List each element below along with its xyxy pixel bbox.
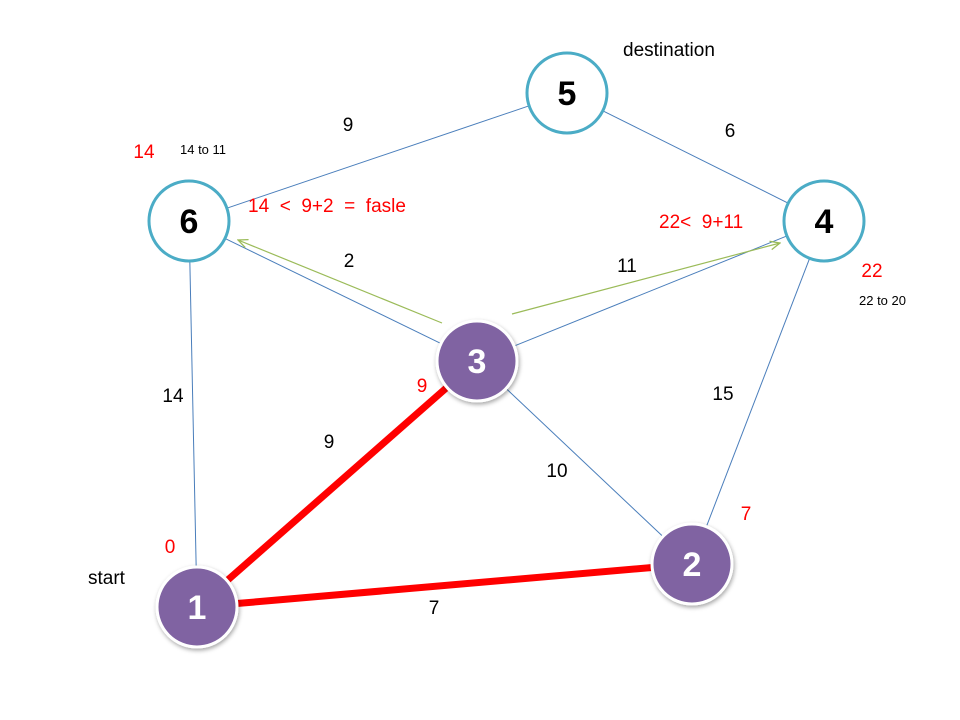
- weight-5-6: 9: [343, 115, 354, 136]
- weight-3-6: 2: [344, 251, 355, 272]
- update-node-4: 22 to 20: [859, 293, 906, 308]
- arrow-3-to-4: [511, 243, 780, 315]
- edge-4-5: [602, 110, 789, 204]
- weight-2-4: 15: [712, 384, 733, 405]
- check-node-4: 22< 9+11: [659, 212, 743, 233]
- node-1: 1: [155, 565, 239, 649]
- edges: [189, 105, 811, 608]
- edge-5-6: [226, 105, 530, 209]
- edge-1-3: [224, 384, 450, 584]
- distance-node-3: 9: [417, 376, 428, 397]
- node-6-circle: [147, 179, 231, 263]
- distance-node-2: 7: [741, 504, 752, 525]
- node-3: 3: [435, 319, 519, 403]
- node-6-label: 6: [180, 203, 199, 241]
- node-5: 5: [525, 51, 609, 135]
- edge-1-6: [189, 260, 197, 568]
- node-1-label: 1: [188, 589, 207, 627]
- node-1-circle: [155, 565, 239, 649]
- edge-2-4: [705, 258, 811, 527]
- start-label: start: [88, 568, 126, 589]
- node-3-label: 3: [468, 343, 487, 381]
- node-2: 2: [650, 522, 734, 606]
- comparison-annotations: 14 < 9+2 = fasle 22< 9+11: [248, 196, 743, 233]
- update-notes: 14 to 11 22 to 20: [180, 142, 906, 308]
- weight-2-3: 10: [546, 461, 567, 482]
- node-4-label: 4: [815, 203, 834, 241]
- node-2-circle: [650, 522, 734, 606]
- check-node-6: 14 < 9+2 = fasle: [248, 196, 406, 217]
- node-5-label: 5: [558, 75, 577, 113]
- node-3-circle: [435, 319, 519, 403]
- relaxation-arrows: [238, 240, 780, 324]
- edge-1-2: [236, 563, 653, 608]
- node-4: 4: [782, 179, 866, 263]
- edge-3-4: [513, 235, 788, 347]
- weight-3-4: 11: [617, 256, 637, 277]
- weight-1-6: 14: [162, 386, 184, 407]
- distance-node-4: 22: [861, 261, 882, 282]
- node-5-circle: [525, 51, 609, 135]
- distance-node-6: 14: [133, 142, 155, 163]
- arrow-3-to-6: [238, 240, 443, 324]
- role-labels: start destination: [88, 40, 715, 589]
- weight-1-2: 7: [429, 598, 440, 619]
- distance-labels: 0 7 9 22 14: [133, 142, 882, 558]
- node-6: 6: [147, 179, 231, 263]
- destination-label: destination: [623, 40, 715, 61]
- node-4-circle: [782, 179, 866, 263]
- update-node-6: 14 to 11: [180, 142, 226, 157]
- edge-3-6: [224, 238, 442, 344]
- nodes: 1 2 3 4 5 6: [147, 51, 866, 649]
- weight-1-3: 9: [324, 432, 335, 453]
- edge-2-3: [505, 388, 664, 537]
- weight-4-5: 6: [725, 121, 736, 142]
- node-2-label: 2: [683, 546, 702, 584]
- edge-weights: 7 9 14 10 15 11 2 6 9: [162, 115, 735, 619]
- distance-node-1: 0: [165, 537, 176, 558]
